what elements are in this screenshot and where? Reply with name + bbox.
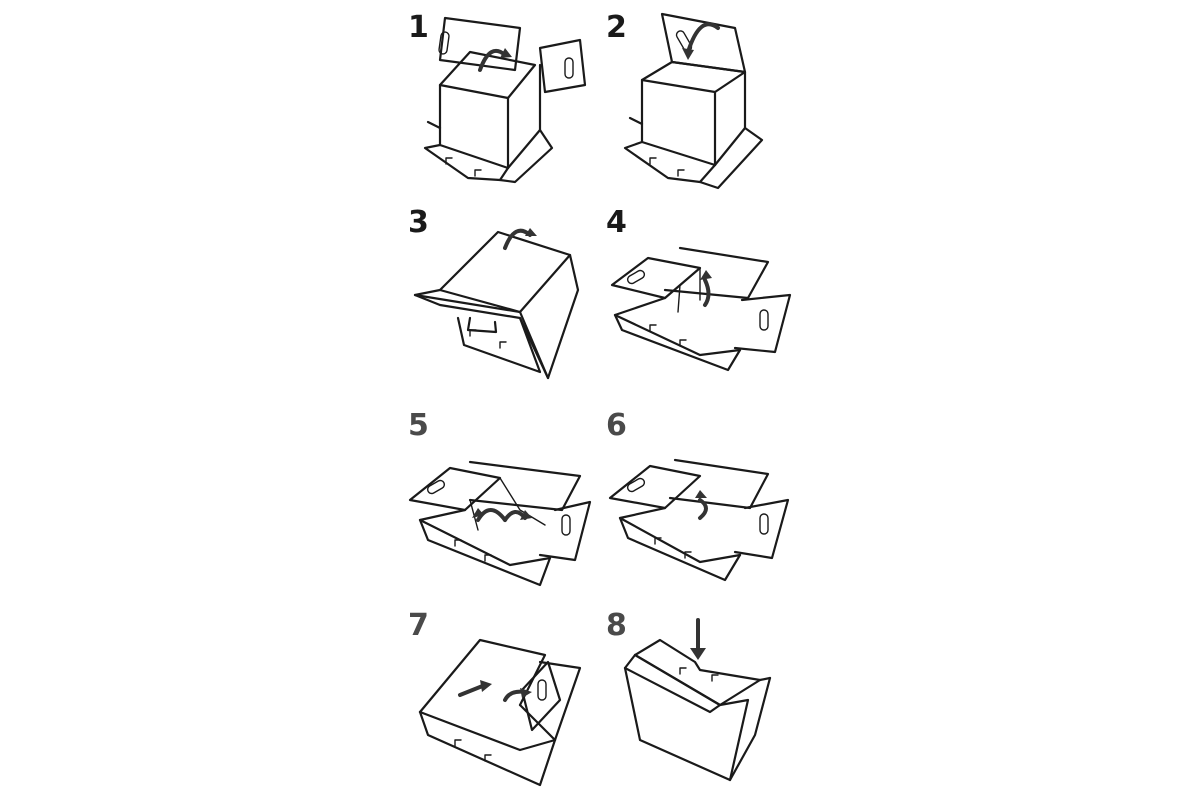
step-8-illustration [623, 618, 772, 782]
step-2-illustration [623, 12, 764, 190]
step-number-2: 2 [606, 10, 627, 45]
step-4-illustration [610, 246, 792, 372]
step-number-6: 6 [606, 408, 627, 443]
curved-fold-arrow [703, 278, 711, 307]
step-number-8: 8 [606, 608, 627, 643]
step-6-illustration [608, 458, 790, 582]
curved-fold-arrow [698, 498, 708, 520]
step-5-illustration [408, 460, 592, 587]
step-7-illustration [418, 638, 582, 787]
step-number-3: 3 [408, 205, 429, 240]
step-number-5: 5 [408, 408, 429, 443]
curved-fold-arrow [686, 22, 720, 54]
step-number-4: 4 [606, 205, 627, 240]
step-number-1: 1 [408, 10, 429, 45]
curved-fold-arrow [476, 508, 507, 522]
step-number-7: 7 [408, 608, 429, 643]
curved-fold-arrow [458, 683, 487, 697]
step-3-illustration [413, 228, 580, 380]
step-1-illustration [423, 16, 587, 184]
